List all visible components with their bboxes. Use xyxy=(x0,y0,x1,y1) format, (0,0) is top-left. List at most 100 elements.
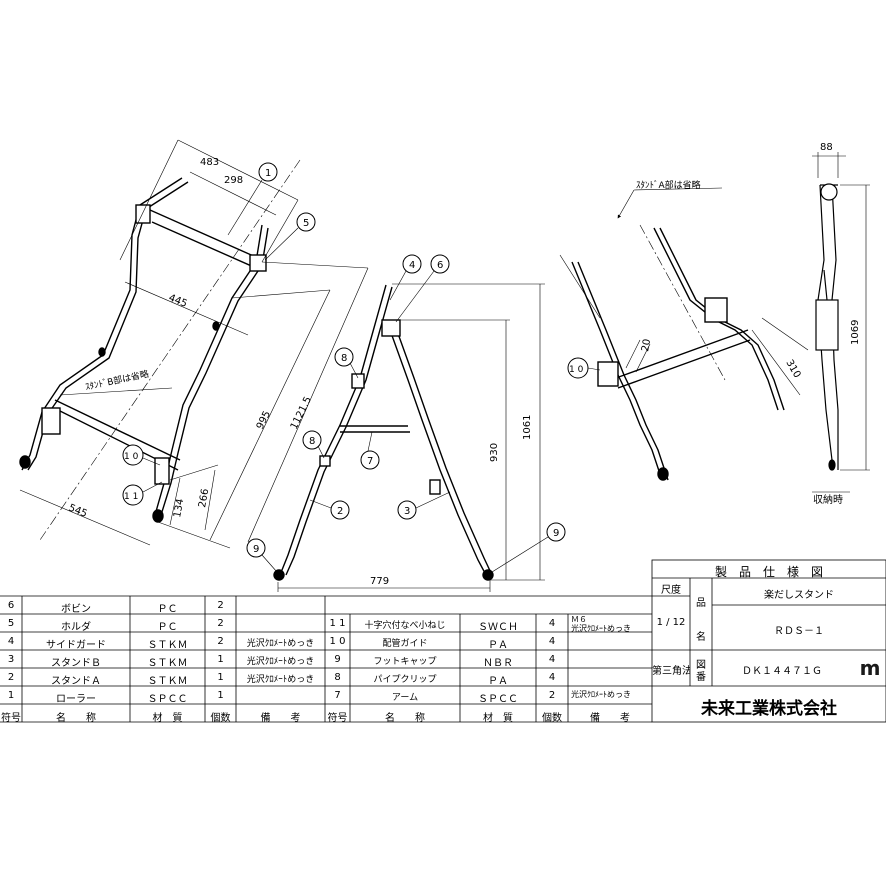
dim-545: 545 xyxy=(67,503,89,520)
balloon-1: 1 xyxy=(227,162,278,236)
dim-20: 20 xyxy=(640,338,653,352)
parts-left-material: ＳＴＫＭ xyxy=(147,640,188,651)
header-no-right: 符号 xyxy=(327,713,348,724)
product-label-2: 名 xyxy=(696,632,706,643)
balloon-4: 4 xyxy=(389,254,422,301)
balloon-8b: 8 xyxy=(302,430,325,459)
right-dimensions xyxy=(559,224,809,396)
parts-right-no: 8 xyxy=(334,672,341,683)
header-qty-left: 個数 xyxy=(210,713,231,724)
balloon-10b: 1 0 xyxy=(567,357,601,379)
parts-left-name: ローラー xyxy=(56,694,96,705)
product-label-1: 品 xyxy=(696,598,706,609)
parts-left-material: ＳＰＣＣ xyxy=(147,694,188,705)
parts-right-qty: 4 xyxy=(548,672,556,683)
header-name-left: 名 称 xyxy=(56,713,96,724)
dim-779: 779 xyxy=(370,576,389,587)
parts-left-name: サイドガード xyxy=(46,640,106,651)
center-dimensions xyxy=(277,283,545,592)
svg-text:1 0: 1 0 xyxy=(569,365,584,375)
parts-left-no: 6 xyxy=(7,600,15,611)
parts-left-material: ＰＣ xyxy=(157,604,178,615)
parts-left-no: 3 xyxy=(7,654,15,665)
parts-right-material: ＳＷＣＨ xyxy=(478,622,518,633)
parts-left-qty: 1 xyxy=(217,690,224,701)
balloon-8a: 8 xyxy=(334,347,359,379)
parts-right-name: 配管ガイド xyxy=(382,639,428,649)
svg-text:9: 9 xyxy=(253,544,259,555)
svg-text:9: 9 xyxy=(553,528,559,539)
parts-right-no: 9 xyxy=(334,654,341,665)
dim-134: 134 xyxy=(172,498,186,519)
balloon-10a: 1 0 xyxy=(122,444,161,466)
parts-right-no: 1 1 xyxy=(329,618,346,629)
parts-right-material: ＰＡ xyxy=(488,640,508,651)
left-view xyxy=(19,177,269,523)
svg-text:3: 3 xyxy=(404,506,410,517)
dim-298: 298 xyxy=(224,175,243,186)
scale-label: 尺度 xyxy=(661,585,681,596)
header-name-right: 名 称 xyxy=(385,713,425,724)
header-material-left: 材 質 xyxy=(152,713,183,724)
parts-right-no: 1 0 xyxy=(329,636,346,647)
note-stand-a-omitted: ｽﾀﾝﾄﾞA部は省略 xyxy=(636,179,701,191)
svg-text:2: 2 xyxy=(337,506,343,517)
svg-text:4: 4 xyxy=(409,260,415,271)
folded-dimensions xyxy=(812,152,870,493)
parts-right-material: ＳＰＣＣ xyxy=(478,694,518,705)
balloon-11: 1 1 xyxy=(122,481,163,506)
model-name: ＲＤＳ－１ xyxy=(774,626,824,637)
parts-right-material: ＮＢＲ xyxy=(483,658,513,669)
svg-text:8: 8 xyxy=(341,353,347,364)
dim-930: 930 xyxy=(489,443,500,462)
balloon-6: 6 xyxy=(395,254,450,323)
parts-right-no: 7 xyxy=(334,690,341,701)
drawing-number: ＤＫ１４４７１Ｇ xyxy=(742,666,822,677)
balloon-2: 2 xyxy=(309,499,350,520)
parts-left-name: スタンドＢ xyxy=(51,658,101,669)
parts-left-name: ボビン xyxy=(61,604,91,615)
title-heading: 製 品 仕 様 図 xyxy=(714,565,823,579)
dim-266: 266 xyxy=(197,488,211,509)
parts-right-material: ＰＡ xyxy=(488,676,508,687)
parts-right-remark: Ｍ６ xyxy=(571,615,587,624)
svg-text:1: 1 xyxy=(265,168,271,179)
parts-right-remark2: 光沢ｸﾛﾒｰﾄめっき xyxy=(571,624,631,633)
drawing-label-2: 番 xyxy=(696,672,706,683)
folded-view xyxy=(815,183,839,471)
company-name: 未来工業株式会社 xyxy=(701,699,837,719)
dim-1061: 1061 xyxy=(522,415,533,440)
parts-left-material: ＳＴＫＭ xyxy=(147,676,188,687)
parts-right-qty: 4 xyxy=(548,654,556,665)
scale-value: 1 / 12 xyxy=(656,617,686,628)
parts-left-qty: 1 xyxy=(217,654,224,665)
dim-445: 445 xyxy=(167,293,189,310)
parts-left-remark: 光沢ｸﾛﾒｰﾄめっき xyxy=(246,639,315,649)
dim-995: 995 xyxy=(255,409,273,431)
parts-left-qty: 2 xyxy=(217,618,224,629)
svg-text:5: 5 xyxy=(303,218,309,229)
drawing-label-1: 図 xyxy=(696,660,706,671)
header-remark-right: 備 考 xyxy=(590,713,630,724)
company-logo: m xyxy=(859,656,881,680)
svg-text:6: 6 xyxy=(437,260,443,271)
parts-left-remark: 光沢ｸﾛﾒｰﾄめっき xyxy=(246,657,315,667)
parts-left-material: ＰＣ xyxy=(157,622,178,633)
parts-left-qty: 2 xyxy=(217,636,224,647)
note-storage: 収納時 xyxy=(813,493,843,506)
svg-text:7: 7 xyxy=(367,456,373,467)
parts-right-name: パイプクリップ xyxy=(373,675,437,685)
left-dimensions xyxy=(19,139,369,549)
parts-left-remark: 光沢ｸﾛﾒｰﾄめっき xyxy=(246,675,315,685)
parts-left-no: 5 xyxy=(7,618,15,629)
balloon-7: 7 xyxy=(360,431,380,470)
parts-right-qty: 4 xyxy=(548,636,556,647)
center-view xyxy=(273,284,494,581)
header-remark-left: 備 考 xyxy=(260,713,301,724)
parts-left-no: 1 xyxy=(7,690,15,701)
balloon-3: 3 xyxy=(397,491,451,520)
dim-483: 483 xyxy=(200,157,219,168)
svg-text:1 1: 1 1 xyxy=(124,492,138,502)
product-name: 楽だしスタンド xyxy=(764,590,834,601)
